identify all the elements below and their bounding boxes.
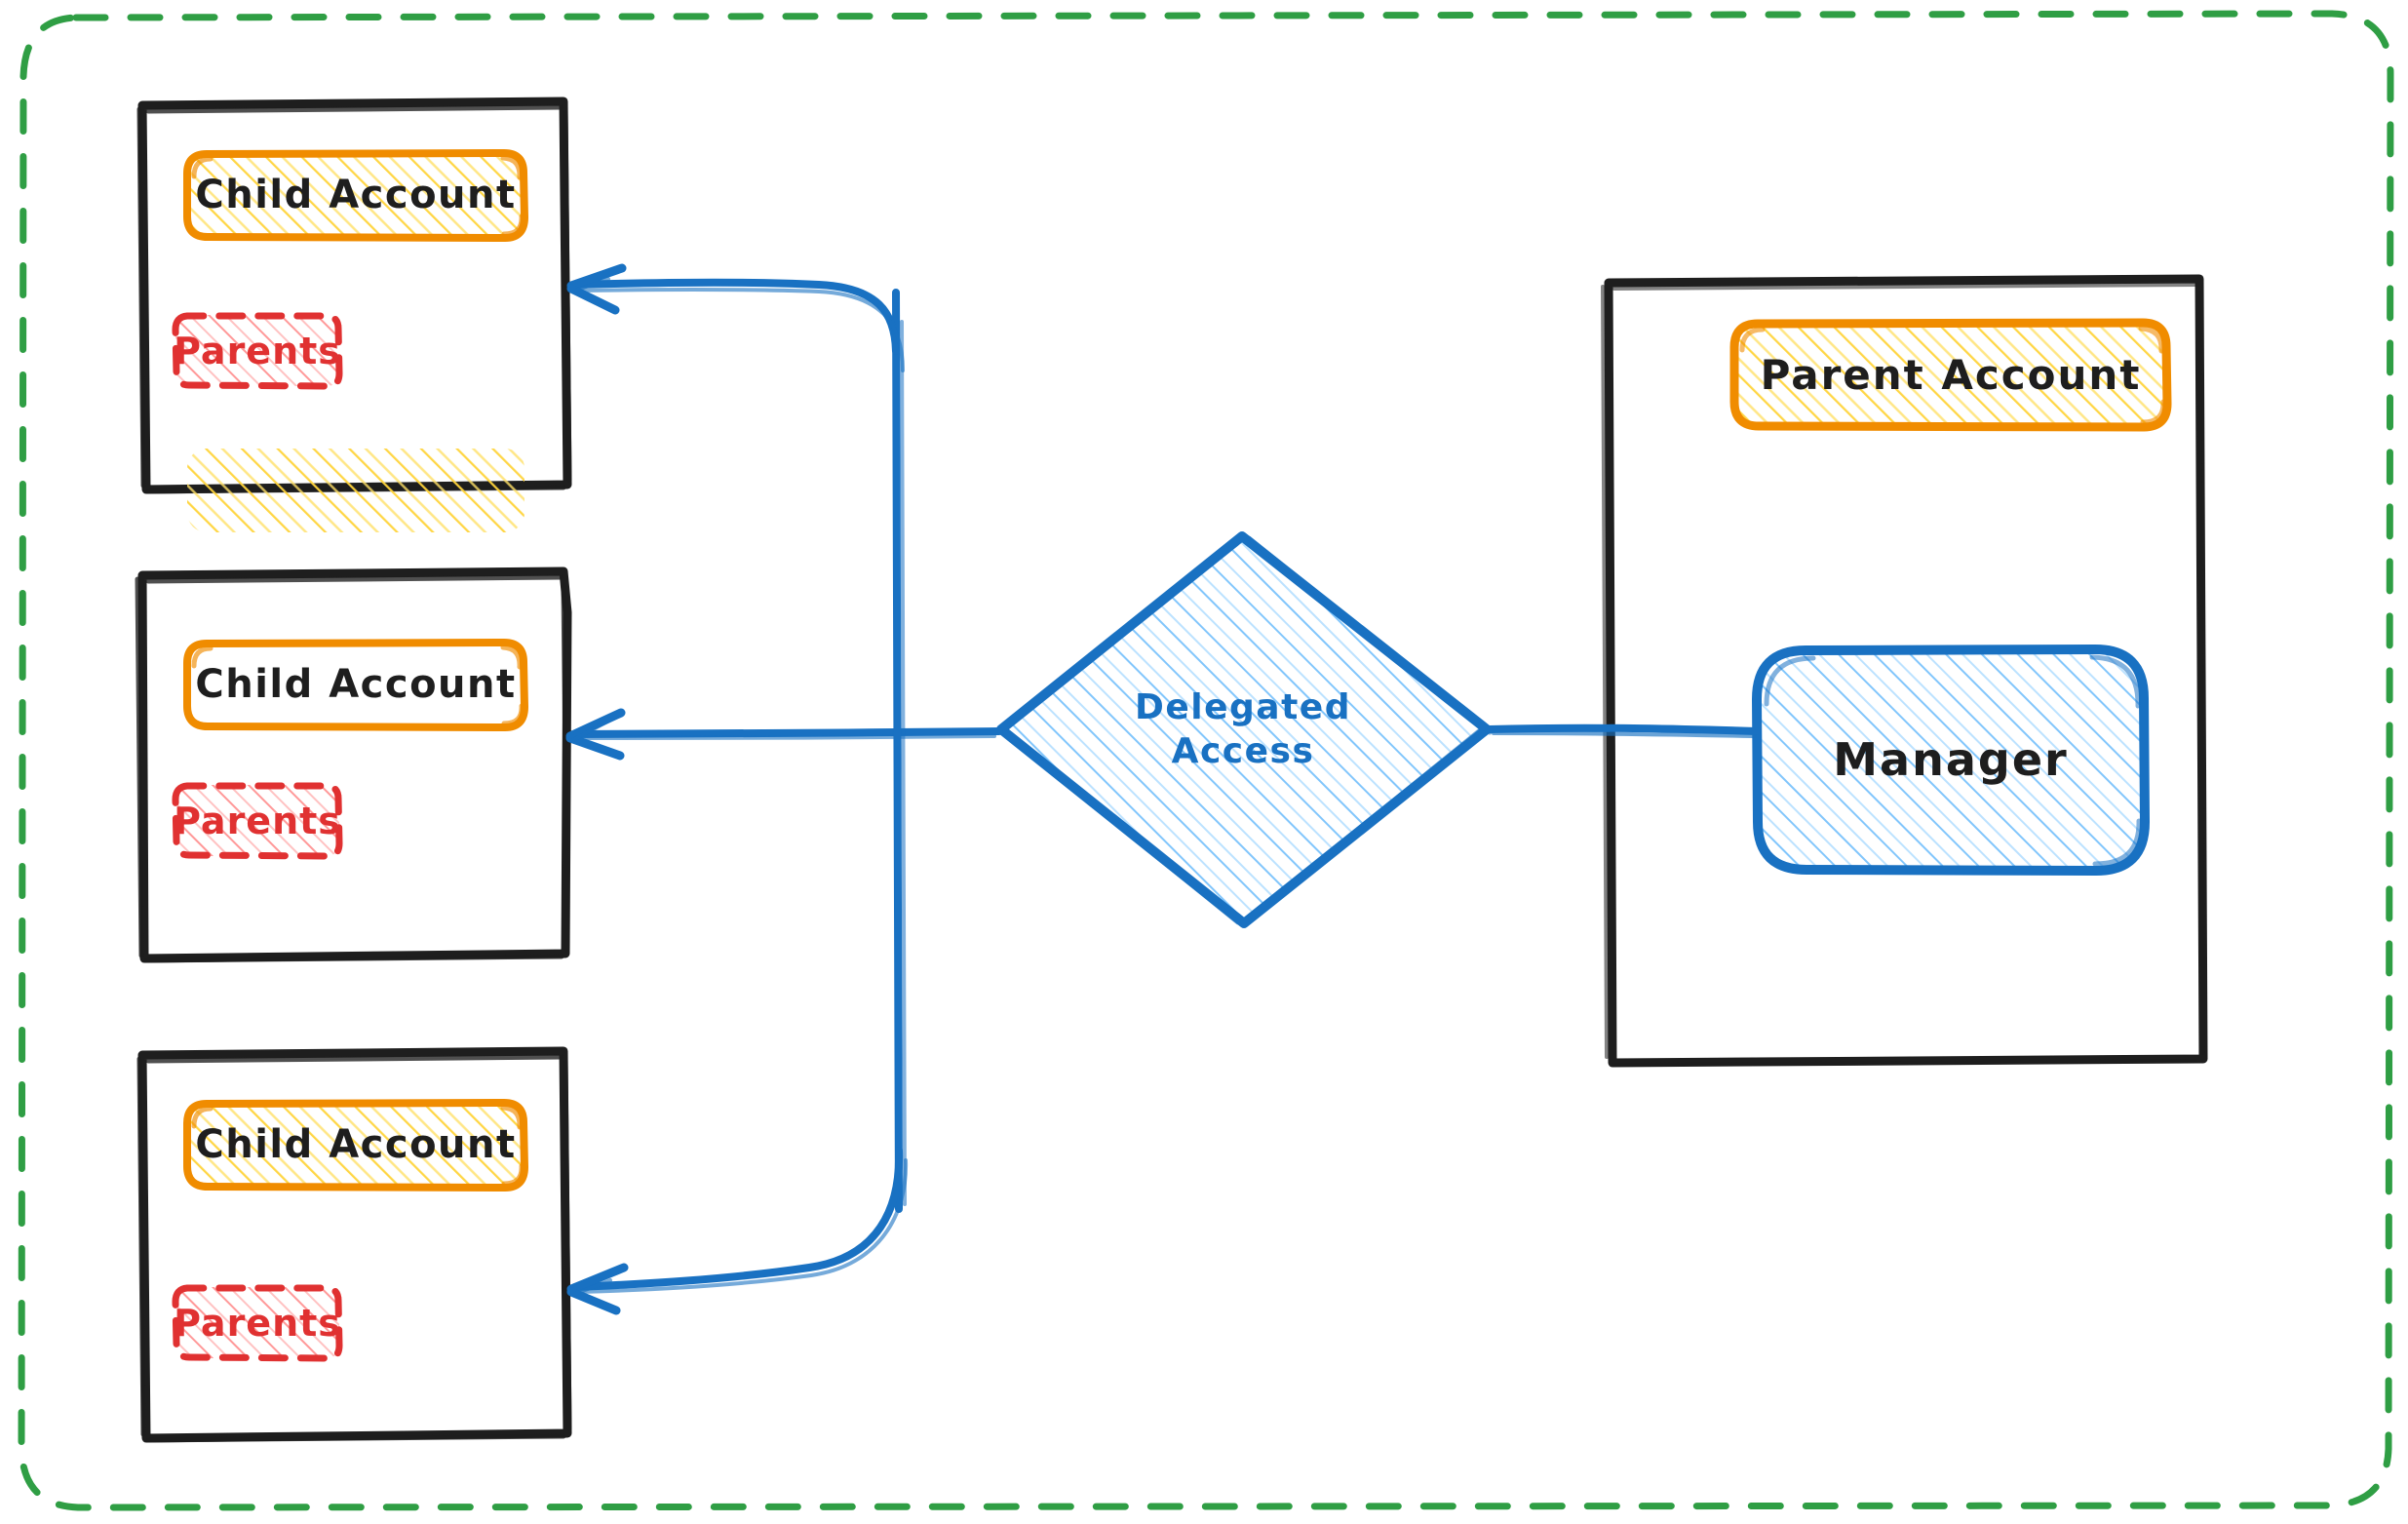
arrowhead-child-3 [566, 1263, 629, 1315]
parents-node-3[interactable] [172, 1284, 343, 1362]
child-account-node-1[interactable] [183, 149, 528, 242]
parents-node-2[interactable] [172, 782, 343, 860]
child-account-container-2[interactable] [135, 449, 572, 963]
child-account-node-3[interactable] [183, 1099, 528, 1192]
arrowhead-child-1 [566, 263, 627, 315]
edge-delegated-to-child-2[interactable] [565, 708, 1003, 761]
manager-node[interactable] [1752, 645, 2150, 876]
arrowhead-child-2 [565, 708, 626, 761]
edge-manager-to-delegated[interactable] [1485, 723, 1761, 738]
delegated-access-node[interactable] [996, 531, 1493, 928]
edge-delegated-to-child-3[interactable] [566, 1147, 909, 1315]
child-account-node-2[interactable] [183, 449, 528, 731]
parent-account-node[interactable] [1729, 318, 2172, 432]
child-account-container-3[interactable] [136, 1046, 572, 1443]
edge-trunk-vertical[interactable] [892, 289, 907, 1213]
edge-delegated-to-child-1[interactable] [566, 263, 905, 372]
outer-boundary [18, 10, 2394, 1511]
parents-node-1[interactable] [172, 312, 343, 390]
child-account-container-1[interactable] [136, 97, 572, 494]
parent-account-container[interactable] [1601, 274, 2208, 1068]
